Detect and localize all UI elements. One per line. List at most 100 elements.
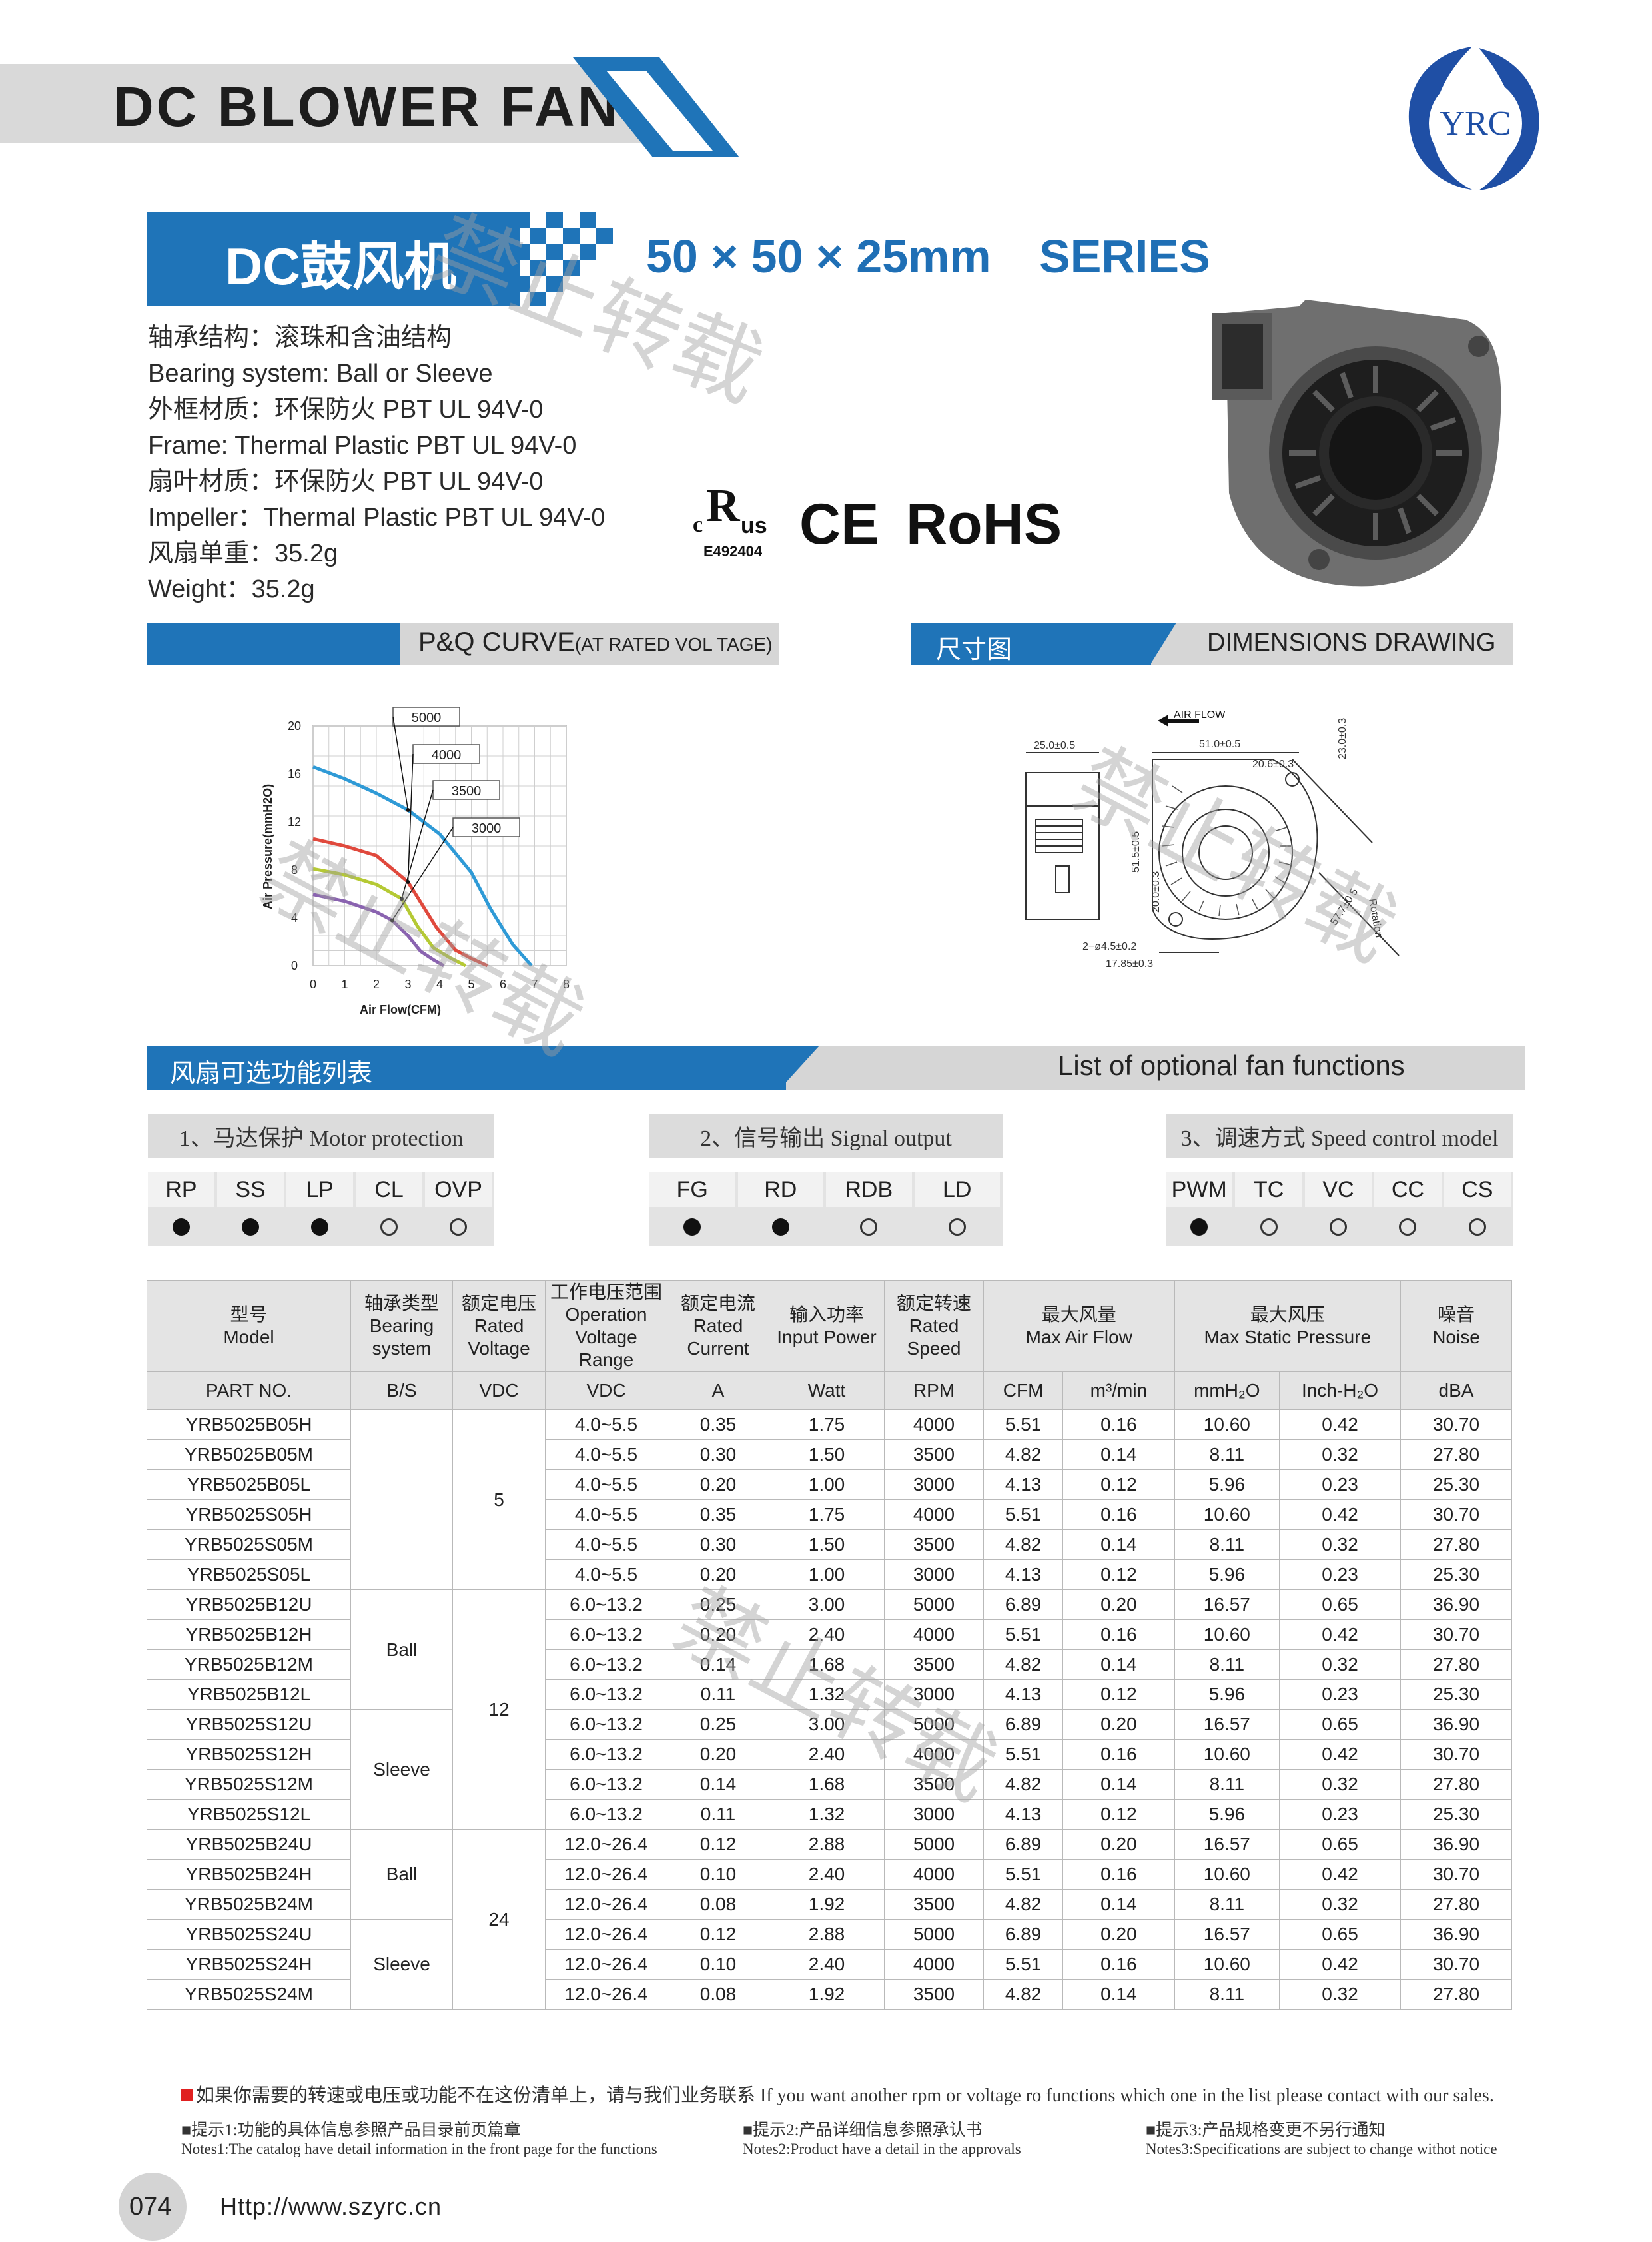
- table-cell: 30.70: [1400, 1859, 1512, 1890]
- part-number-cell: YRB5025B24H: [147, 1859, 351, 1890]
- website-link[interactable]: Http://www.szyrc.cn: [220, 2193, 442, 2220]
- table-cell: 16.57: [1174, 1829, 1280, 1860]
- table-cell: 0.23: [1279, 1679, 1401, 1710]
- legend-leader-line: [401, 789, 434, 899]
- table-cell: 10.60: [1174, 1859, 1280, 1890]
- option-indicator: [915, 1210, 1001, 1244]
- option-code: LP: [286, 1172, 353, 1207]
- option-code: SS: [217, 1172, 284, 1207]
- legend-leader-line: [392, 827, 454, 921]
- x-tick-label: 2: [373, 978, 380, 991]
- x-tick-label: 5: [468, 978, 474, 991]
- empty-circle-icon: [450, 1218, 467, 1236]
- table-cell: 4.82: [983, 1889, 1064, 1920]
- spec-impeller-cn: 扇叶材质：环保防火 PBT UL 94V-0: [148, 468, 544, 496]
- table-cell: 0.12: [1062, 1469, 1175, 1500]
- table-cell: 0.65: [1279, 1829, 1401, 1860]
- table-cell: 4.82: [983, 1979, 1064, 2010]
- table-cell: 0.23: [1279, 1469, 1401, 1500]
- table-cell: 1.92: [769, 1979, 885, 2010]
- empty-circle-icon: [1399, 1218, 1417, 1236]
- y-tick-label: 16: [288, 767, 301, 781]
- table-cell: 5.96: [1174, 1679, 1280, 1710]
- chart-ylabel: Air Pressure(mmH2O): [261, 784, 274, 909]
- filled-dot-icon: [1190, 1218, 1208, 1236]
- table-unit-cell: VDC: [545, 1371, 667, 1410]
- logo-text: YRC: [1440, 105, 1511, 143]
- table-cell: 0.16: [1062, 1409, 1175, 1440]
- table-cell: 0.42: [1279, 1619, 1401, 1650]
- table-cell: 8.11: [1174, 1889, 1280, 1920]
- table-cell: 0.12: [1062, 1559, 1175, 1590]
- part-number-cell: YRB5025S05L: [147, 1559, 351, 1590]
- table-cell: 8.11: [1174, 1769, 1280, 1800]
- option-code: RD: [737, 1172, 823, 1207]
- table-cell: 3000: [884, 1799, 984, 1830]
- option-indicator: [1305, 1210, 1372, 1244]
- table-unit-cell: Watt: [769, 1371, 885, 1410]
- option-code: LD: [914, 1172, 1000, 1207]
- table-cell: 5000: [884, 1919, 984, 1950]
- table-cell: 10.60: [1174, 1499, 1280, 1530]
- table-cell: 0.30: [667, 1439, 769, 1470]
- svg-text:2−ø4.5±0.2: 2−ø4.5±0.2: [1082, 941, 1136, 952]
- table-cell: 4.0~5.5: [545, 1439, 667, 1470]
- table-unit-cell: A: [667, 1371, 769, 1410]
- table-cell: 36.90: [1400, 1589, 1512, 1620]
- table-cell: 0.20: [667, 1469, 769, 1500]
- table-cell: 4.13: [983, 1559, 1064, 1590]
- option-code: CC: [1374, 1172, 1442, 1207]
- table-cell: 0.12: [1062, 1799, 1175, 1830]
- table-cell: 0.16: [1062, 1619, 1175, 1650]
- option-code: CL: [356, 1172, 422, 1207]
- legend-leader-arrow: [390, 918, 394, 923]
- part-number-cell: YRB5025B12L: [147, 1679, 351, 1710]
- table-cell: 10.60: [1174, 1409, 1280, 1440]
- spec-impeller-en: Impeller：Thermal Plastic PBT UL 94V-0: [148, 504, 606, 532]
- page-number-badge: [119, 2173, 187, 2241]
- part-number-cell: YRB5025B05L: [147, 1469, 351, 1500]
- table-unit-cell: dBA: [1400, 1371, 1512, 1410]
- x-tick-label: 6: [500, 978, 506, 991]
- table-cell: 6.89: [983, 1589, 1064, 1620]
- table-cell: 12.0~26.4: [545, 1919, 667, 1950]
- table-cell: 30.70: [1400, 1619, 1512, 1650]
- table-cell: 6.0~13.2: [545, 1589, 667, 1620]
- table-unit-cell: VDC: [452, 1371, 546, 1410]
- option-code: TC: [1235, 1172, 1302, 1207]
- company-logo: YRC: [1372, 40, 1572, 200]
- table-cell: 4.82: [983, 1649, 1064, 1680]
- table-cell: 0.14: [1062, 1979, 1175, 2010]
- empty-circle-icon: [1468, 1218, 1486, 1236]
- part-number-cell: YRB5025B24U: [147, 1829, 351, 1860]
- series-line-3500: [312, 867, 467, 968]
- legend-label: 3000: [472, 821, 502, 836]
- legend-leader-line: [407, 753, 414, 883]
- spec-weight-cn: 风扇单重：35.2g: [148, 540, 338, 567]
- table-cell: 0.20: [1062, 1829, 1175, 1860]
- table-cell: 3500: [884, 1439, 984, 1470]
- option-group-title: 3、调速方式 Speed control model: [1166, 1114, 1513, 1158]
- blower-fan-photo: [1212, 300, 1501, 587]
- table-cell: 6.89: [983, 1829, 1064, 1860]
- table-cell: 0.42: [1279, 1739, 1401, 1770]
- part-number-cell: YRB5025S12M: [147, 1769, 351, 1800]
- table-cell: 5.51: [983, 1739, 1064, 1770]
- series-line-4000: [312, 837, 488, 968]
- table-cell: 6.0~13.2: [545, 1739, 667, 1770]
- legend-label: 3500: [452, 784, 482, 799]
